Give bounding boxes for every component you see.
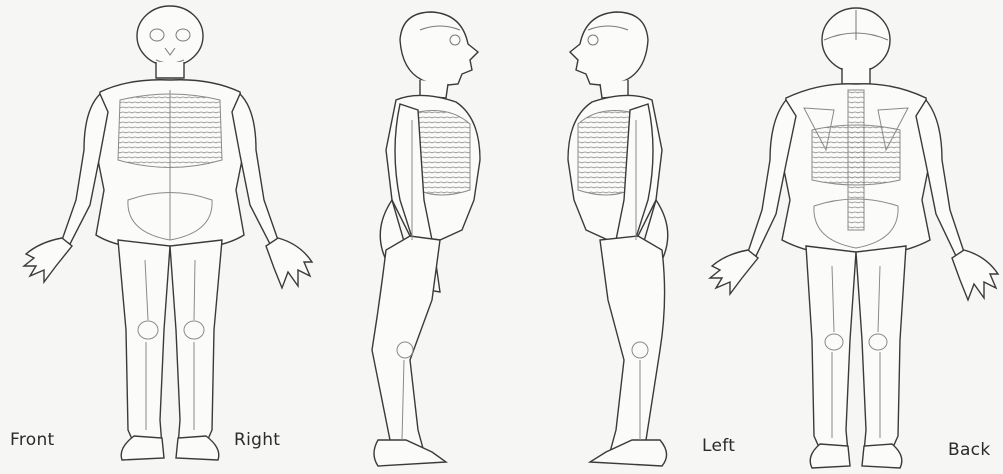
front-head — [137, 6, 203, 66]
label-left: Left — [702, 436, 735, 456]
right-foot — [374, 440, 446, 466]
left-foot — [590, 440, 667, 466]
back-figure — [710, 8, 998, 468]
front-foot-right — [176, 436, 219, 460]
label-back: Back — [948, 440, 990, 460]
left-head — [570, 12, 648, 86]
back-hand-left — [710, 250, 758, 294]
right-figure — [372, 12, 480, 466]
left-figure — [568, 12, 668, 466]
back-hand-right — [952, 250, 998, 300]
front-figure — [24, 6, 312, 460]
front-leg-right — [170, 240, 222, 448]
left-leg — [600, 236, 665, 452]
right-leg — [372, 236, 440, 452]
right-head — [400, 12, 478, 86]
front-hand-left — [24, 238, 72, 282]
back-foot-left — [810, 444, 850, 468]
back-foot-right — [862, 444, 902, 468]
front-hand-right — [266, 238, 312, 288]
front-foot-left — [121, 436, 164, 460]
label-front: Front — [10, 430, 55, 450]
label-right: Right — [234, 430, 280, 450]
front-leg-left — [118, 240, 170, 448]
